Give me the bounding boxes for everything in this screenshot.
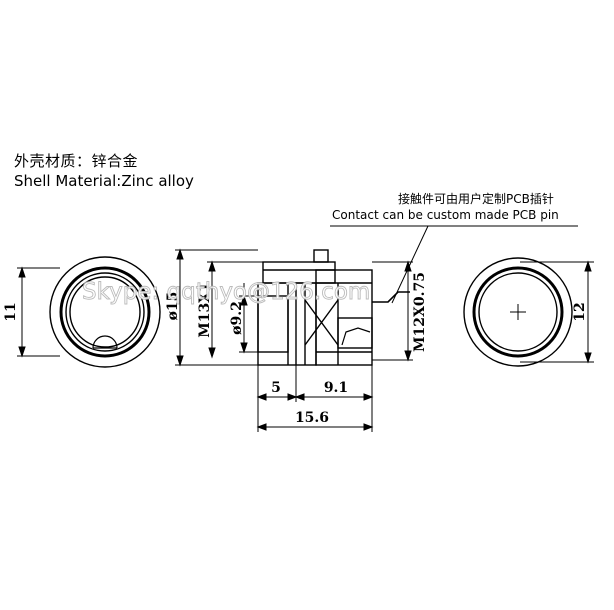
total-length-label: 15.6	[295, 410, 329, 426]
contact-note-en: Contact can be custom made PCB pin	[332, 208, 559, 222]
left-height-dimension	[17, 266, 60, 358]
length-dimensions	[256, 365, 374, 432]
thread-rear-label: M12X0.75	[412, 272, 428, 352]
front-length-label: 5	[271, 380, 281, 396]
inner-diameter-label: ø9.2	[229, 301, 245, 335]
rear-view-right	[463, 257, 573, 367]
side-section-view	[257, 249, 410, 366]
rear-length-label: 9.1	[324, 380, 348, 396]
contact-leader-line	[330, 225, 578, 304]
material-label-en: Shell Material:Zinc alloy	[14, 172, 194, 190]
right-height-dimension	[520, 260, 594, 364]
watermark-text: Skype: qqthyo@126.com	[82, 279, 370, 305]
front-view-left	[49, 256, 161, 368]
right-height-label: 12	[572, 302, 588, 321]
left-height-label: 11	[3, 302, 19, 321]
material-label-cn: 外壳材质：锌合金	[14, 152, 139, 170]
thread-front-label: M13X1	[197, 282, 213, 338]
contact-note-cn: 接触件可由用户定制PCB插针	[398, 192, 554, 206]
outer-diameter-label: ø15	[165, 292, 181, 321]
diameter-dimensions	[175, 248, 413, 367]
